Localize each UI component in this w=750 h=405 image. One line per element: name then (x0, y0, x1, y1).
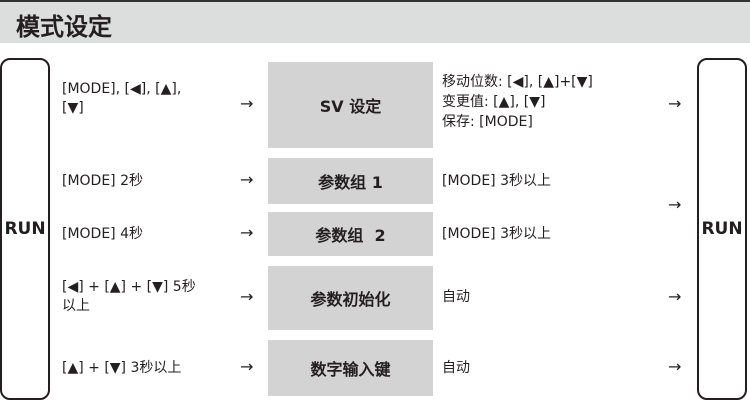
arrow-icon: → (240, 287, 254, 306)
row-input: [MODE] 4秒 (62, 226, 144, 242)
row-output: [MODE] 3秒以上 (442, 173, 552, 189)
mode-param-group-2: 参数组 2 (268, 212, 433, 256)
arrow-icon: → (668, 94, 682, 113)
mode-sv-setting: SV 设定 (268, 62, 433, 148)
mode-param-init: 参数初始化 (268, 266, 433, 330)
mode-param-group-1: 参数组 1 (268, 158, 433, 204)
page-title: 模式设定 (16, 13, 112, 41)
row-output: [MODE] 3秒以上 (442, 226, 552, 242)
row-output: 自动 (442, 360, 470, 376)
arrow-icon: → (668, 357, 682, 376)
run-box-right: RUN (697, 58, 747, 400)
arrow-icon: → (240, 170, 254, 189)
row-output: 自动 (442, 289, 470, 305)
arrow-icon: → (240, 223, 254, 242)
title-bar: 模式设定 (0, 0, 750, 43)
mode-numeric-input: 数字输入键 (268, 340, 433, 396)
arrow-icon: → (240, 357, 254, 376)
row-input: [◀] + [▲] + [▼] 5秒 以上 (62, 279, 196, 314)
arrow-icon: → (668, 287, 682, 306)
arrow-icon: → (668, 195, 682, 214)
row-input: [MODE] 2秒 (62, 173, 144, 189)
run-box-left: RUN (0, 58, 50, 400)
arrow-icon: → (240, 94, 254, 113)
row-output: 移动位数: [◀], [▲]+[▼] 变更值: [▲], [▼] 保存: [MO… (442, 74, 593, 130)
row-input: [▲] + [▼] 3秒以上 (62, 360, 182, 376)
row-input: [MODE], [◀], [▲], [▼] (62, 81, 182, 116)
